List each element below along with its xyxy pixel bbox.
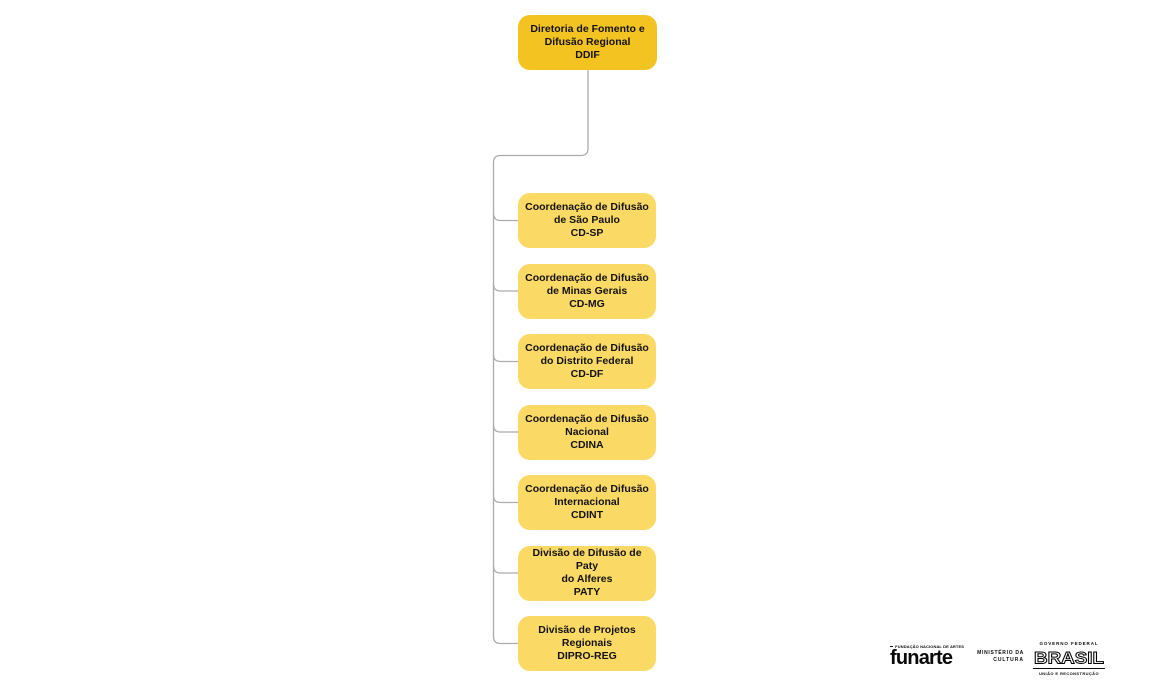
branch-connector — [492, 354, 519, 363]
trunk-connector — [492, 70, 589, 645]
org-node-cdint: Coordenação de Difusão Internacional CDI… — [518, 475, 656, 530]
org-node-code: CD-SP — [570, 227, 604, 239]
org-node-cd-df: Coordenação de Difusão do Distrito Feder… — [518, 334, 656, 389]
branch-connector — [492, 565, 519, 574]
org-node-code: CD-DF — [570, 368, 604, 380]
org-node-code: CD-MG — [569, 297, 605, 310]
org-node-cd-mg: Coordenação de Difusão de Minas Gerais C… — [518, 263, 656, 319]
org-node-title: Coordenação de Difusão de São Paulo — [525, 201, 649, 226]
org-node-title: Diretoria de Fomento e Difusão Regional — [530, 23, 645, 48]
org-node-ddif: Diretoria de Fomento e Difusão Regional … — [518, 15, 657, 70]
branch-connector — [492, 495, 519, 504]
org-node-title: Coordenação de Difusão de Minas Gerais — [525, 271, 649, 297]
org-node-code: CDINA — [570, 438, 604, 451]
org-node-code: DIPRO-REG — [557, 650, 617, 662]
org-node-code: PATY — [573, 586, 601, 598]
org-node-title: Divisão de Projetos Regionais — [538, 624, 636, 649]
org-node-dipro-reg: Divisão de Projetos Regionais DIPRO-REG — [518, 616, 656, 671]
org-node-title: Divisão de Difusão de Paty do Alferes — [532, 547, 642, 585]
org-node-paty: Divisão de Difusão de Paty do Alferes PA… — [518, 545, 656, 601]
org-node-cd-sp: Coordenação de Difusão de São Paulo CD-S… — [518, 193, 656, 248]
branch-connector — [492, 424, 519, 433]
org-node-cdina: Coordenação de Difusão Nacional CDINA — [518, 404, 656, 460]
branch-connector — [492, 283, 519, 292]
branch-connector — [492, 213, 519, 222]
org-node-title: Coordenação de Difusão do Distrito Feder… — [525, 342, 649, 367]
org-node-title: Coordenação de Difusão Nacional — [525, 412, 649, 438]
org-node-code: CDINT — [570, 509, 604, 521]
org-node-code: DDIF — [575, 49, 600, 61]
org-node-title: Coordenação de Difusão Internacional — [525, 483, 649, 508]
